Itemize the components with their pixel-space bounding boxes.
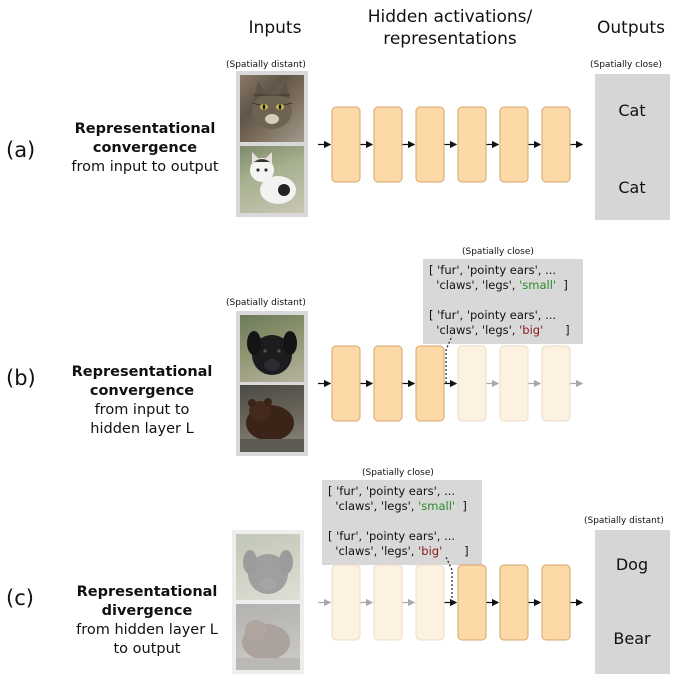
- row-b-title-2: convergence: [89, 383, 195, 399]
- row-a-sub-1: from input to output: [71, 159, 219, 175]
- row-c-hidden-note: (Spatially close): [362, 468, 434, 478]
- row-c-feature-2-bracket: ]: [464, 544, 469, 558]
- bear-photo: [240, 385, 304, 452]
- row-a-input-note: (Spatially distant): [226, 60, 306, 70]
- row-b-feature-2-bracket: ]: [565, 323, 570, 337]
- row-b-feature-1-line1: [ 'fur', 'pointy ears', ...: [429, 263, 557, 277]
- row-b-connector: [445, 335, 453, 383]
- row-c-title-2: divergence: [101, 603, 193, 619]
- row-c-layer-5: [499, 564, 529, 641]
- row-b-layer-5: [499, 345, 529, 422]
- faded-bear-photo: [236, 604, 300, 670]
- white-cat-photo: [240, 146, 304, 213]
- row-c-layer-2: [373, 564, 403, 641]
- row-a-layer-4: [457, 106, 487, 183]
- row-b-sub-1: from input to: [94, 402, 190, 418]
- row-b-feature-1-line2: 'claws', 'legs',: [429, 278, 520, 292]
- row-c-feature-2-line2: 'claws', 'legs',: [328, 544, 419, 558]
- row-c-label: (c): [6, 586, 34, 610]
- row-b-small-word: 'small': [519, 278, 557, 292]
- row-b-layer-3: [415, 345, 445, 422]
- row-a-layer-2: [373, 106, 403, 183]
- row-b-feature-2-line1: [ 'fur', 'pointy ears', ...: [429, 308, 557, 322]
- row-c-small-word: 'small': [418, 499, 456, 513]
- row-a-title-2: convergence: [92, 140, 198, 156]
- row-b-input-note: (Spatially distant): [226, 298, 306, 308]
- row-a-output-1: Cat: [618, 101, 646, 120]
- row-c-output-box: [595, 530, 670, 674]
- row-b-layer-2: [373, 345, 403, 422]
- row-c-feature-1-line1: [ 'fur', 'pointy ears', ...: [328, 484, 456, 498]
- row-b-label: (b): [6, 366, 36, 390]
- row-c-description: Representational divergence from hidden …: [62, 583, 232, 659]
- row-c-big-word: 'big': [418, 544, 443, 558]
- row-b-layer-4: [457, 345, 487, 422]
- row-c-connector: [445, 556, 453, 602]
- row-c-output-2: Bear: [613, 629, 651, 648]
- row-c-sub-2: to output: [113, 641, 181, 657]
- row-c-layer-4: [457, 564, 487, 641]
- row-b-hidden-note: (Spatially close): [462, 247, 534, 257]
- row-c-layer-3: [415, 564, 445, 641]
- row-c-feature-lists: [ 'fur', 'pointy ears', ... 'claws', 'le…: [322, 480, 482, 565]
- row-c-input-images: [232, 530, 304, 674]
- row-a-layer-6: [541, 106, 571, 183]
- row-a-layer-5: [499, 106, 529, 183]
- row-b-feature-lists: [ 'fur', 'pointy ears', ... 'claws', 'le…: [423, 259, 583, 344]
- row-c-output-1: Dog: [615, 555, 649, 574]
- row-b-title-1: Representational: [71, 364, 213, 380]
- row-c-feature-2-line1: [ 'fur', 'pointy ears', ...: [328, 529, 456, 543]
- inputs-header: Inputs: [248, 18, 302, 38]
- row-c-output-note: (Spatially distant): [584, 516, 664, 526]
- row-c-sub-1: from hidden layer L: [76, 622, 218, 638]
- row-a-output-box: [595, 74, 670, 220]
- hidden-header: Hidden activations/ representations: [340, 6, 560, 50]
- tabby-cat-photo: [240, 75, 304, 142]
- row-a-title-1: Representational: [74, 121, 216, 137]
- row-b-layer-1: [331, 345, 361, 422]
- row-a-label: (a): [6, 138, 36, 162]
- row-c-feature-1-line2: 'claws', 'legs',: [328, 499, 419, 513]
- row-b-input-images: [236, 311, 308, 456]
- row-b-feature-2-line2: 'claws', 'legs',: [429, 323, 520, 337]
- row-b-big-word: 'big': [519, 323, 544, 337]
- faded-dog-photo: [236, 534, 300, 600]
- hidden-header-line2: representations: [383, 29, 517, 49]
- row-b-description: Representational convergence from input …: [62, 363, 222, 439]
- row-a-output-2: Cat: [618, 178, 646, 197]
- row-a-input-images: [236, 71, 308, 217]
- row-c-feature-1-bracket: ]: [462, 499, 467, 513]
- row-b-sub-2: hidden layer L: [90, 421, 194, 437]
- row-b-feature-1-bracket: ]: [563, 278, 568, 292]
- row-a-output-note: (Spatially close): [590, 60, 662, 70]
- row-c-layer-6: [541, 564, 571, 641]
- hidden-header-line1: Hidden activations/: [367, 7, 533, 27]
- row-c-title-1: Representational: [76, 584, 218, 600]
- row-c-layer-1: [331, 564, 361, 641]
- outputs-header: Outputs: [597, 18, 665, 38]
- row-a-layer-3: [415, 106, 445, 183]
- row-b-layer-6: [541, 345, 571, 422]
- dog-photo: [240, 315, 304, 382]
- row-a-layer-1: [331, 106, 361, 183]
- row-a-description: Representational convergence from input …: [60, 120, 230, 177]
